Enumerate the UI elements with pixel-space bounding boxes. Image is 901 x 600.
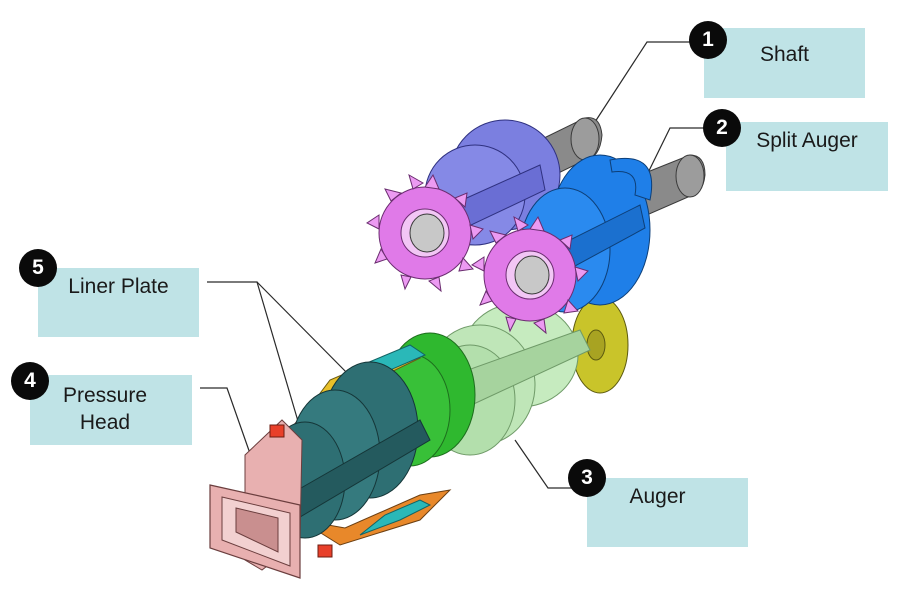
shaft-right-end — [675, 154, 705, 198]
cutter-wheel-right — [471, 215, 589, 335]
liner-bracket-2 — [317, 544, 333, 558]
split-auger-assembly — [366, 117, 706, 335]
split-auger-right-lip — [609, 157, 653, 201]
callout-box-split-auger: Split Auger — [726, 122, 888, 191]
leader-lines — [200, 41, 718, 489]
callout-number-5: 5 — [19, 249, 57, 287]
callout-label-auger: Auger — [629, 485, 686, 509]
callout-box-pressure-head: Pressure Head — [30, 375, 192, 445]
leader-line-pressure-head — [200, 387, 254, 463]
callout-number-2: 2 — [703, 109, 741, 147]
callout-box-shaft: Shaft — [704, 28, 865, 98]
pressure-head-throat — [235, 507, 279, 553]
end-plate-hub — [586, 329, 606, 361]
shaft-left-end — [570, 117, 600, 161]
cutter-wheel-left — [366, 173, 484, 293]
callout-number-1: 1 — [689, 21, 727, 59]
callout-label-pressure-head: Pressure Head — [62, 384, 148, 434]
callout-label-liner-plate: Liner Plate — [68, 275, 169, 299]
liner-bracket-1 — [269, 424, 285, 438]
leader-line-liner-plate-a — [207, 281, 301, 429]
liner-plate-bottom-2 — [359, 499, 432, 536]
callout-label-split-auger: Split Auger — [756, 129, 858, 153]
callout-number-4: 4 — [11, 362, 49, 400]
leader-line-shaft — [592, 41, 690, 126]
main-auger-assembly — [209, 296, 629, 579]
callout-label-shaft: Shaft — [759, 42, 810, 66]
leader-line-auger — [514, 439, 575, 489]
leader-line-split-auger — [641, 127, 718, 186]
leader-line-liner-plate-b — [256, 281, 355, 381]
callout-box-auger: Auger — [587, 478, 748, 547]
callout-box-liner-plate: Liner Plate — [38, 268, 199, 337]
callout-number-3: 3 — [568, 459, 606, 497]
